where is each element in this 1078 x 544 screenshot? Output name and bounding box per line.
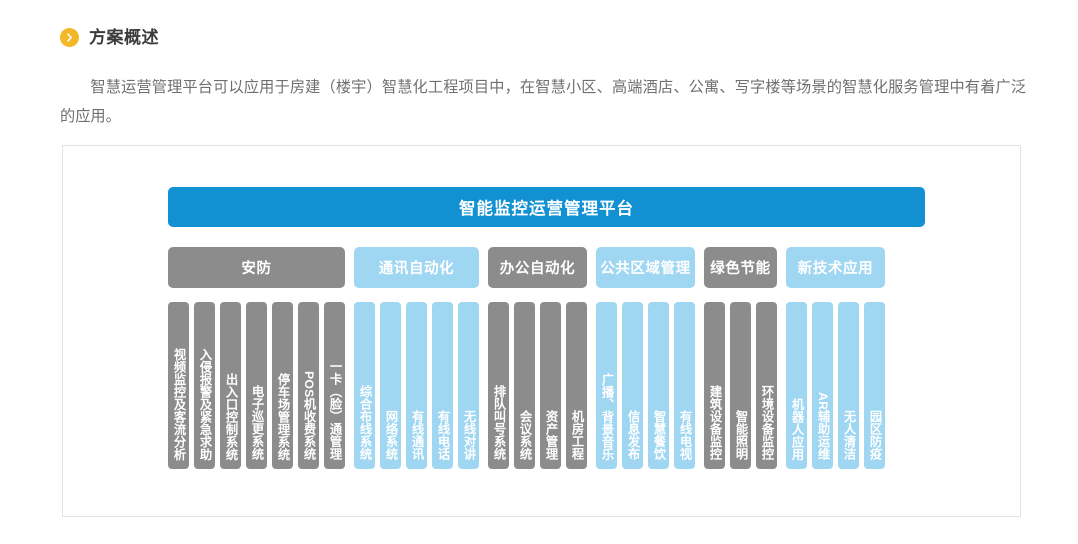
system-column[interactable]: 无人清洁 [838, 302, 859, 469]
group-items: 视频监控及客流分析入侵报警及紧急求助出入口控制系统电子巡更系统停车场管理系统 PO… [168, 302, 345, 469]
system-column[interactable]: 有线通讯 [406, 302, 427, 469]
system-column[interactable]: 建筑设备监控 [704, 302, 725, 469]
group-header-label: 新技术应用 [797, 261, 874, 277]
platform-title-label: 智能监控运营管理平台 [459, 200, 634, 218]
system-column-label: 一卡（脸）通管理 [328, 360, 342, 460]
system-column-label: 建筑设备监控 [708, 385, 722, 460]
system-column-label: 有线电视 [678, 410, 692, 460]
system-column-label: 环境设备监控 [760, 385, 774, 460]
system-column[interactable]: 综合布线系统 [354, 302, 375, 469]
group-header-label: 安防 [241, 261, 272, 277]
intro-paragraph: 智慧运营管理平台可以应用于房建（楼宇）智慧化工程项目中，在智慧小区、高端酒店、公… [60, 79, 1026, 126]
system-column[interactable]: 信息发布 [622, 302, 643, 469]
system-column[interactable]: 环境设备监控 [756, 302, 777, 469]
section-heading: 方案概述 [60, 28, 159, 47]
system-column-label: 视频监控及客流分析 [172, 347, 186, 461]
system-column[interactable]: 园区防疫 [864, 302, 885, 469]
group-items: 广播、背景音乐信息发布智慧餐饮有线电视 [596, 302, 695, 469]
chevron-right-circle-icon [60, 28, 79, 47]
system-column[interactable]: 广播、背景音乐 [596, 302, 617, 469]
system-column[interactable]: POS机收费系统 [298, 302, 319, 469]
system-column[interactable]: 网络系统 [380, 302, 401, 469]
group-header-label: 办公自动化 [499, 261, 576, 277]
system-column[interactable]: 电子巡更系统 [246, 302, 267, 469]
system-column-label: 排队叫号系统 [492, 385, 506, 460]
system-column-label: 出入口控制系统 [224, 372, 238, 461]
system-column[interactable]: 智能照明 [730, 302, 751, 469]
system-column[interactable]: 排队叫号系统 [488, 302, 509, 469]
group-header[interactable]: 绿色节能 [704, 247, 777, 288]
group-items: 排队叫号系统会议系统资产管理机房工程 [488, 302, 587, 469]
system-column-label: 入侵报警及紧急求助 [198, 347, 212, 461]
system-column-label: 无线对讲 [462, 410, 476, 460]
group-items: 机器人应用 AR辅助运维无人清洁园区防疫 [786, 302, 885, 469]
group-header[interactable]: 安防 [168, 247, 345, 288]
system-column[interactable]: 一卡（脸）通管理 [324, 302, 345, 469]
group-header-label: 绿色节能 [710, 261, 771, 277]
group-header[interactable]: 公共区域管理 [596, 247, 695, 288]
system-column-label: 停车场管理系统 [276, 372, 290, 461]
platform-title-bar: 智能监控运营管理平台 [168, 187, 925, 227]
system-column[interactable]: 出入口控制系统 [220, 302, 241, 469]
system-column-label: POS机收费系统 [302, 370, 316, 460]
system-column[interactable]: 智慧餐饮 [648, 302, 669, 469]
system-column-label: 机房工程 [570, 410, 584, 460]
system-column-label: 电子巡更系统 [250, 385, 264, 460]
group-6: 新技术应用机器人应用 AR辅助运维无人清洁园区防疫 [786, 247, 885, 469]
system-column[interactable]: AR辅助运维 [812, 302, 833, 469]
group-5: 绿色节能建筑设备监控智能照明环境设备监控 [704, 247, 777, 469]
system-column[interactable]: 入侵报警及紧急求助 [194, 302, 215, 469]
system-column-label: 信息发布 [626, 410, 640, 460]
system-column-label: 综合布线系统 [358, 385, 372, 460]
system-column-label: 园区防疫 [868, 410, 882, 460]
system-column-label: 机器人应用 [790, 397, 804, 461]
system-column-label: 广播、背景音乐 [600, 372, 614, 461]
system-column-label: AR辅助运维 [816, 391, 830, 460]
group-1: 安防视频监控及客流分析入侵报警及紧急求助出入口控制系统电子巡更系统停车场管理系统… [168, 247, 345, 469]
system-column[interactable]: 会议系统 [514, 302, 535, 469]
system-column-label: 智能照明 [734, 410, 748, 460]
group-3: 办公自动化排队叫号系统会议系统资产管理机房工程 [488, 247, 587, 469]
group-header[interactable]: 通讯自动化 [354, 247, 479, 288]
system-column[interactable]: 机器人应用 [786, 302, 807, 469]
system-column[interactable]: 有线电视 [674, 302, 695, 469]
system-column[interactable]: 无线对讲 [458, 302, 479, 469]
group-items: 建筑设备监控智能照明环境设备监控 [704, 302, 777, 469]
system-column[interactable]: 视频监控及客流分析 [168, 302, 189, 469]
group-items: 综合布线系统网络系统有线通讯有线电话无线对讲 [354, 302, 479, 469]
system-column-label: 会议系统 [518, 410, 532, 460]
system-column-label: 网络系统 [384, 410, 398, 460]
group-header[interactable]: 办公自动化 [488, 247, 587, 288]
system-column[interactable]: 资产管理 [540, 302, 561, 469]
system-column[interactable]: 停车场管理系统 [272, 302, 293, 469]
system-column-label: 资产管理 [544, 410, 558, 460]
system-column-label: 有线通讯 [410, 410, 424, 460]
system-column-label: 无人清洁 [842, 410, 856, 460]
group-header-label: 公共区域管理 [600, 261, 691, 277]
group-header[interactable]: 新技术应用 [786, 247, 885, 288]
system-column-label: 智慧餐饮 [652, 410, 666, 460]
group-header-label: 通讯自动化 [378, 261, 455, 277]
group-row: 安防视频监控及客流分析入侵报警及紧急求助出入口控制系统电子巡更系统停车场管理系统… [168, 247, 925, 469]
system-column[interactable]: 机房工程 [566, 302, 587, 469]
group-2: 通讯自动化综合布线系统网络系统有线通讯有线电话无线对讲 [354, 247, 479, 469]
architecture-diagram-card: 智能监控运营管理平台 安防视频监控及客流分析入侵报警及紧急求助出入口控制系统电子… [62, 145, 1021, 517]
system-column-label: 有线电话 [436, 410, 450, 460]
system-column[interactable]: 有线电话 [432, 302, 453, 469]
page-title: 方案概述 [89, 28, 159, 47]
group-4: 公共区域管理广播、背景音乐信息发布智慧餐饮有线电视 [596, 247, 695, 469]
